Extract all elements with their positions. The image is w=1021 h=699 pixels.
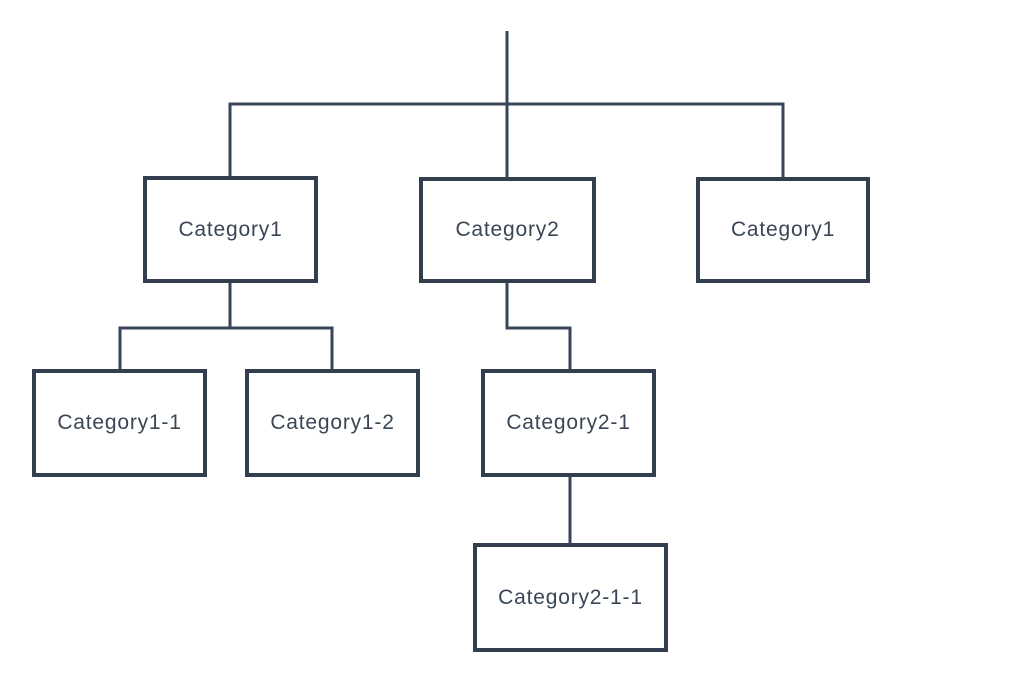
tree-node-category1-1[interactable]: Category1-1 — [32, 369, 207, 477]
node-label: Category1-1 — [57, 411, 182, 434]
node-label: Category1 — [730, 218, 836, 241]
tree-node-category1-2[interactable]: Category1-2 — [245, 369, 420, 477]
tree-node-category1[interactable]: Category1 — [143, 176, 318, 283]
edge-category1-rail — [118, 326, 334, 369]
node-label: Category1 — [178, 217, 283, 241]
tree-node-category1-right[interactable]: Category1 — [696, 177, 870, 283]
node-label: Category2-1 — [506, 411, 631, 434]
node-label: Category2 — [455, 218, 560, 241]
node-label: Category1-2 — [270, 411, 395, 434]
edge-category2-elbow — [505, 283, 572, 369]
tree-node-category2[interactable]: Category2 — [419, 177, 596, 283]
tree-node-category2-1-1[interactable]: Category2-1-1 — [473, 543, 668, 652]
node-label: Category2-1-1 — [498, 585, 643, 609]
tree-node-category2-1[interactable]: Category2-1 — [481, 369, 656, 477]
edge-top-rail — [228, 102, 785, 177]
